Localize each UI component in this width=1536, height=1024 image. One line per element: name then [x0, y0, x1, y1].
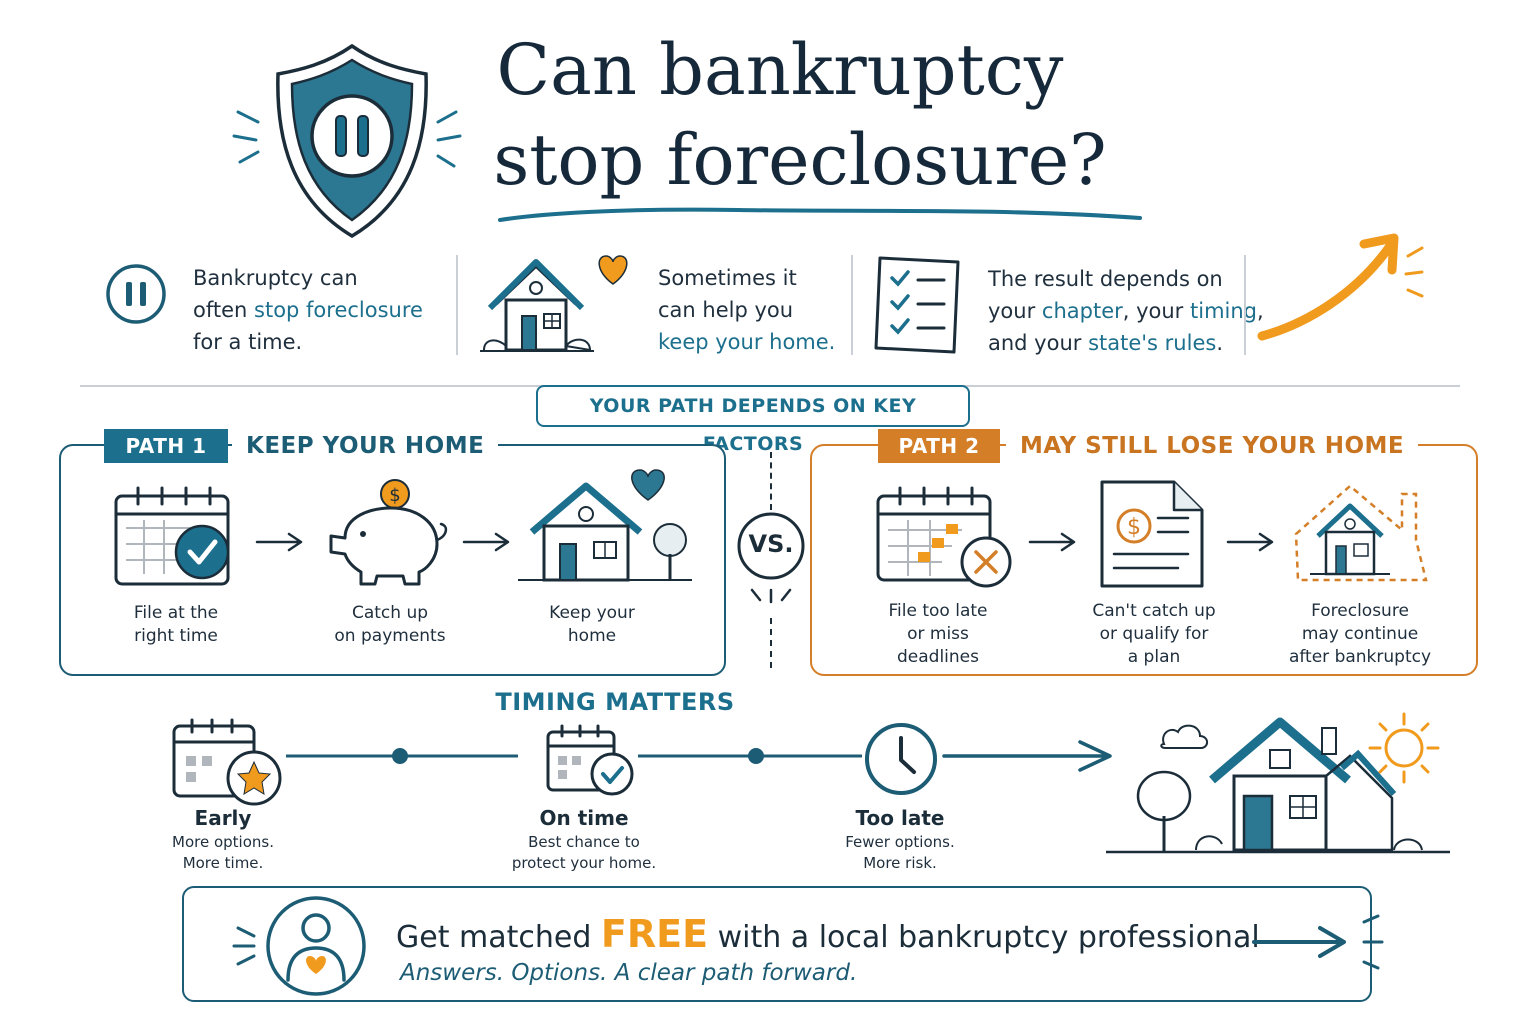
- cta-arrow-icon[interactable]: [1250, 914, 1390, 970]
- vs-label: VS.: [748, 530, 794, 558]
- path-1-title: KEEP YOUR HOME: [232, 428, 499, 464]
- svg-text:$: $: [389, 485, 400, 506]
- intro-item-1: Bankruptcy can often stop foreclosure fo…: [193, 266, 423, 354]
- cta-box[interactable]: [182, 886, 1372, 1002]
- timeline: [286, 740, 1112, 772]
- calendar-star-icon: [172, 718, 282, 806]
- pause-icon: [106, 264, 166, 324]
- shield-pause-icon: [232, 43, 462, 239]
- calendar-check-icon: [114, 486, 230, 586]
- path-1-step-3-label: Keep your home: [549, 603, 635, 646]
- cta-headline: Get matched FREE with a local bankruptcy…: [396, 912, 1260, 956]
- vs-badge: [737, 512, 805, 580]
- path-2-step-3-label: Foreclosure may continue after bankruptc…: [1288, 601, 1432, 667]
- calendar-x-icon: [876, 486, 1012, 588]
- timing-early-head: Early: [194, 806, 252, 830]
- vs-divider-bottom: [770, 618, 772, 668]
- path-2-tag: PATH 2: [878, 429, 1000, 463]
- path-1-step-1-label: File at the right time: [133, 603, 219, 646]
- timing-title: TIMING MATTERS: [495, 688, 735, 716]
- upward-arrow-icon: [1257, 233, 1424, 341]
- clock-icon: [865, 723, 937, 795]
- vs-divider-top: [770, 452, 772, 510]
- key-factors-banner: YOUR PATH DEPENDS ON KEY FACTORS: [536, 385, 970, 455]
- title-line-2: stop foreclosure?: [493, 119, 1107, 201]
- arrow-right-icon: [1226, 532, 1274, 552]
- intro-divider-3: [1244, 255, 1246, 355]
- arrow-right-icon: [255, 532, 303, 552]
- path-2-title: MAY STILL LOSE YOUR HOME: [1006, 428, 1419, 464]
- arrow-right-icon: [462, 532, 510, 552]
- svg-text:$: $: [1127, 515, 1141, 540]
- timing-ontime-head: On time: [539, 806, 629, 830]
- timing-early-sub: More options. More time.: [172, 833, 274, 872]
- intro-divider-2: [851, 255, 853, 355]
- cta-free-highlight: FREE: [600, 912, 709, 956]
- title-line-1: Can bankruptcy: [496, 29, 1064, 111]
- path-2-step-1-label: File too late or miss deadlines: [888, 601, 988, 667]
- path-1-tag: PATH 1: [104, 429, 228, 463]
- path-1-step-2-label: Catch up on payments: [334, 603, 446, 646]
- calendar-check-icon: [546, 724, 634, 796]
- house-scene-illustration: [1106, 712, 1450, 854]
- intro-item-2: Sometimes it can help you keep your home…: [658, 266, 836, 354]
- path-2-step-2-label: Can't catch up or qualify for a plan: [1092, 601, 1216, 667]
- house-heart-icon: [518, 469, 692, 582]
- title-underline: [498, 207, 1142, 222]
- timing-toolate-head: Too late: [855, 806, 945, 830]
- intro-item-3: The result depends on your chapter, your…: [988, 267, 1264, 355]
- bill-document-icon: $: [1100, 480, 1204, 588]
- arrow-right-icon: [1028, 532, 1076, 552]
- intro-divider-1: [456, 255, 458, 355]
- cta-subline: Answers. Options. A clear path forward.: [400, 960, 858, 986]
- professional-avatar-icon: [232, 896, 366, 996]
- vs-sparkle: [750, 588, 792, 604]
- checklist-icon: [874, 256, 960, 354]
- timing-ontime-sub: Best chance to protect your home.: [511, 833, 657, 872]
- house-outline-icon: [1294, 484, 1428, 582]
- house-heart-icon: [480, 255, 628, 352]
- timing-toolate-sub: Fewer options. More risk.: [845, 833, 955, 872]
- piggy-bank-icon: $: [329, 479, 448, 586]
